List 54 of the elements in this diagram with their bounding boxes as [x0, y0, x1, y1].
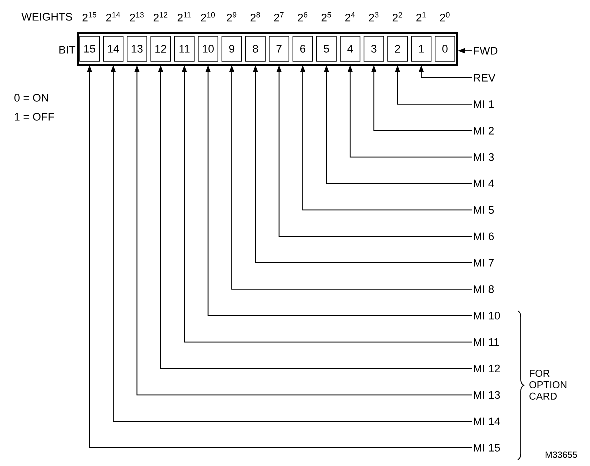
weight-value: 2$^{10}$	[201, 12, 216, 22]
weights-label: WEIGHTS	[22, 13, 72, 21]
signal-label: FWD	[474, 47, 498, 55]
bit-box: 4	[340, 36, 361, 62]
signal-label: MI 15	[474, 444, 500, 452]
signal-label: MI 14	[474, 418, 500, 426]
bit-box: 11	[174, 36, 195, 62]
signal-label: MI 3	[474, 153, 494, 162]
bit-box: 5	[316, 36, 337, 62]
signal-label: MI 4	[474, 180, 494, 188]
bit-box: 1	[411, 36, 432, 62]
bit-box: 8	[246, 36, 266, 62]
signal-label: MI 7	[474, 259, 494, 267]
weight-value: 2$^{4}$	[346, 12, 356, 22]
signal-label: MI 6	[474, 232, 494, 240]
bit-box: 2	[388, 36, 408, 62]
weight-value: 2$^{13}$	[130, 12, 144, 22]
signal-label: MI 10	[474, 312, 500, 320]
legend-note: 0 = ON	[14, 94, 48, 102]
signal-label: REV	[474, 74, 496, 82]
weight-value: 2$^{15}$	[82, 12, 97, 22]
weight-value: 2$^{7}$	[274, 12, 284, 22]
weight-value: 2$^{12}$	[154, 12, 168, 22]
signal-label: MI 8	[474, 286, 494, 294]
legend-note: 1 = OFF	[15, 113, 54, 121]
weight-value: 2$^{14}$	[106, 12, 120, 22]
bit-box: 15	[80, 36, 100, 62]
figure-number: M33655	[546, 452, 578, 458]
weight-value: 2$^{0}$	[440, 12, 450, 22]
weight-value: 2$^{9}$	[227, 12, 237, 22]
signal-label: MI 2	[474, 127, 494, 135]
weight-value: 2$^{8}$	[250, 12, 260, 22]
weight-value: 2$^{6}$	[298, 12, 308, 22]
bit-box: 13	[127, 36, 148, 62]
bit-box: 3	[364, 36, 384, 62]
bit-box: 9	[222, 36, 242, 62]
signal-label: MI 13	[474, 391, 500, 400]
weight-value: 2$^{1}$	[416, 12, 426, 22]
weight-value: 2$^{3}$	[369, 12, 379, 22]
bit-box: 7	[269, 36, 290, 62]
signal-label: MI 5	[474, 206, 494, 214]
signal-label: MI 1	[474, 100, 494, 108]
signal-label: MI 12	[474, 364, 500, 373]
weight-value: 2$^{5}$	[322, 12, 332, 22]
bit-box: 10	[198, 36, 218, 62]
bit-box: 6	[292, 36, 314, 62]
weight-value: 2$^{11}$	[178, 12, 191, 22]
bit-label: BIT	[60, 46, 76, 54]
weight-value: 2$^{2}$	[392, 12, 402, 22]
note: FOR OPTION CARD	[530, 370, 567, 400]
bit-box: 12	[150, 36, 172, 62]
signal-label: MI 11	[474, 338, 500, 346]
bit-box: 14	[103, 36, 124, 62]
bit-box: 0	[435, 36, 456, 62]
